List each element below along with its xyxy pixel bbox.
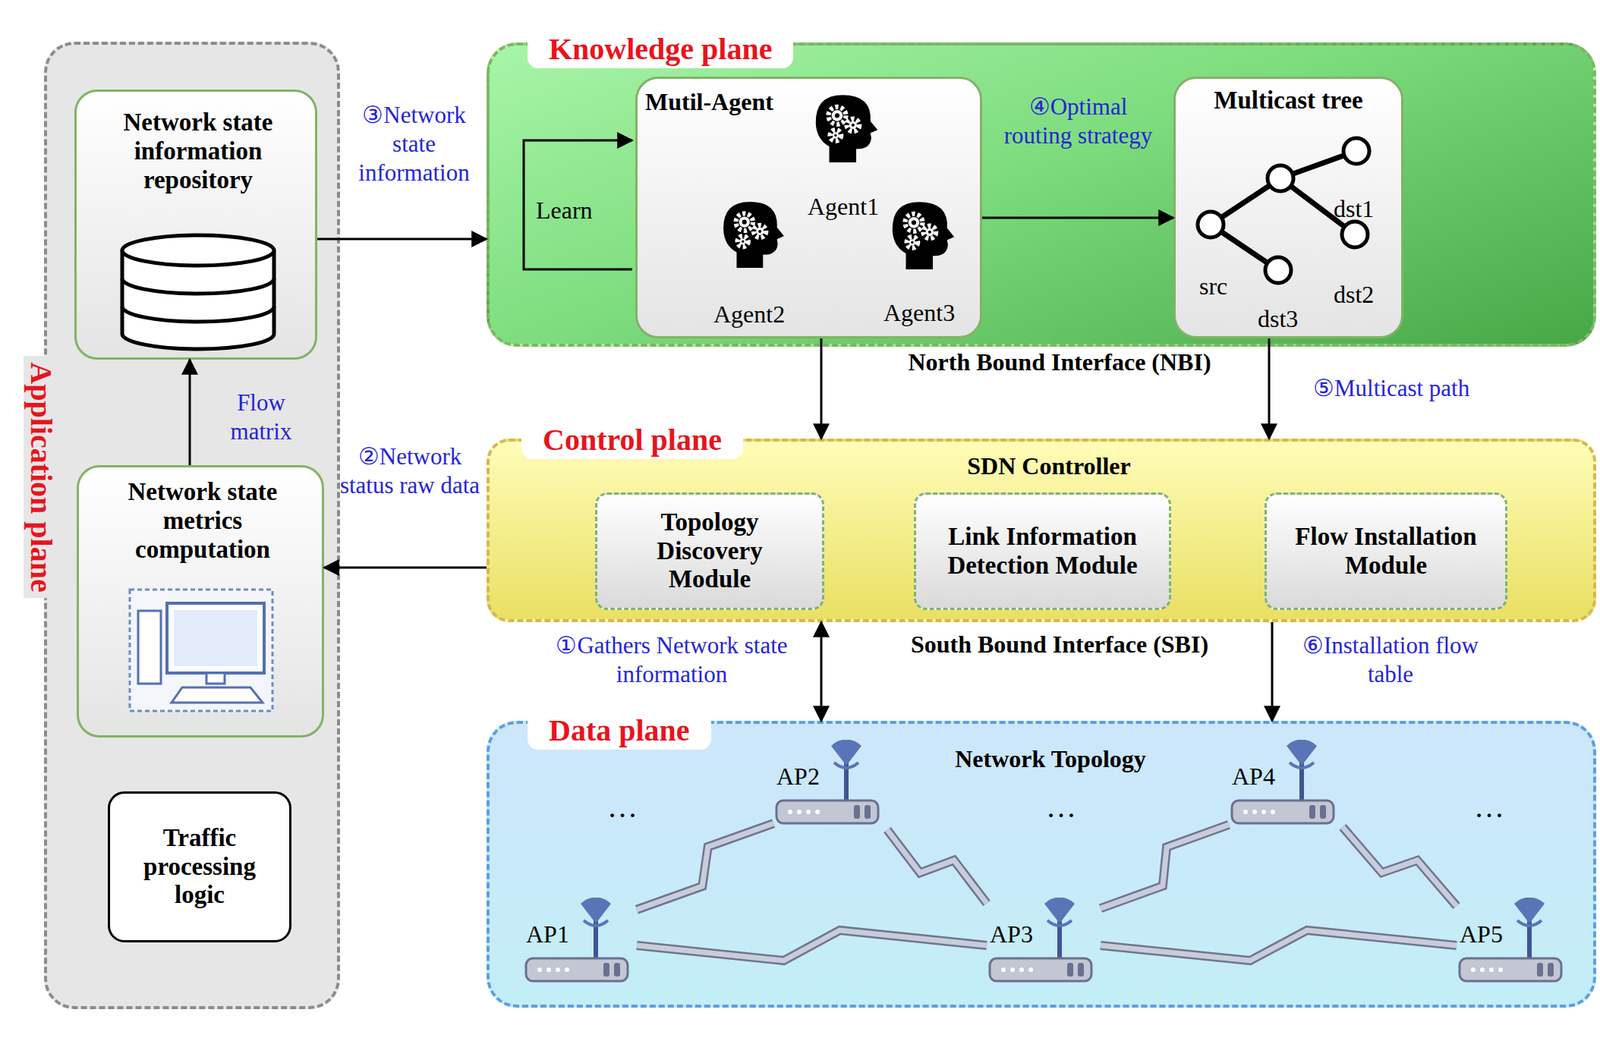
annotation-label: South Bound Interface (SBI) bbox=[907, 629, 1212, 659]
learn-loop bbox=[523, 140, 633, 270]
wireless-link-outline bbox=[636, 823, 774, 910]
wireless-link-fill bbox=[636, 930, 987, 961]
node-text: AP2 bbox=[776, 762, 820, 791]
plane-band: Application planeNetwork state informati… bbox=[44, 41, 341, 1010]
node-text: Knowledge plane bbox=[527, 30, 794, 69]
wireless-link-outline bbox=[636, 930, 987, 961]
annotation-label: North Bound Interface (NBI) bbox=[907, 347, 1212, 377]
node-text: AP1 bbox=[525, 920, 570, 949]
node-text: Data plane bbox=[527, 711, 712, 750]
plane-band: Data planeNetwork TopologyAP1AP2AP3AP4AP… bbox=[486, 721, 1597, 1008]
access-point: AP2 bbox=[773, 743, 888, 833]
wireless-link-fill bbox=[636, 823, 774, 910]
tree-box: Multicast tree src dst1 dst2 dst3 bbox=[1173, 76, 1404, 339]
node-text: Application plane bbox=[23, 355, 59, 599]
node-text: SDN Controller bbox=[966, 452, 1131, 481]
multicast-tree-figure bbox=[1197, 138, 1370, 284]
edge-label: ④Optimal routing strategy bbox=[1000, 92, 1156, 151]
process-box: Traffic processing logic bbox=[107, 791, 292, 943]
edge-label: ③Network state information bbox=[340, 100, 489, 187]
agent-head-icons bbox=[723, 94, 955, 270]
flow-arrow bbox=[820, 338, 823, 439]
edge-label: ②Network status raw data bbox=[337, 442, 482, 501]
module-box: Flow Installation Module bbox=[1264, 492, 1508, 611]
wireless-link-fill bbox=[1100, 930, 1457, 961]
wireless-link bbox=[1100, 930, 1457, 961]
wireless-link bbox=[636, 823, 774, 910]
access-point: AP3 bbox=[986, 900, 1101, 991]
flow-arrow bbox=[982, 217, 1174, 220]
node-text: Agent2 bbox=[713, 300, 785, 329]
access-point-icons bbox=[525, 740, 1562, 982]
wireless-link-fill bbox=[1342, 827, 1457, 907]
module-box: Link Information Detection Module bbox=[913, 492, 1172, 611]
database-icon bbox=[122, 235, 275, 350]
node-text: Link Information Detection Module bbox=[921, 522, 1165, 581]
wireless-link bbox=[887, 830, 987, 904]
node-text: AP3 bbox=[989, 920, 1034, 949]
flow-arrow bbox=[820, 622, 823, 722]
plane-band: Control planeSDN ControllerTopology Disc… bbox=[486, 438, 1597, 623]
edge-label: ⑥Installation flow table bbox=[1299, 631, 1482, 690]
node-text: dst1 bbox=[1333, 195, 1374, 224]
wireless-link bbox=[636, 930, 987, 961]
edge-label: Flow matrix bbox=[219, 388, 303, 447]
node-text: Traffic processing logic bbox=[122, 824, 278, 911]
node-text: Topology Discovery Module bbox=[618, 508, 801, 596]
access-point: AP4 bbox=[1228, 743, 1343, 833]
access-point: AP5 bbox=[1456, 900, 1571, 991]
edge-label: ⑤Multicast path bbox=[1313, 374, 1470, 404]
node-text: Network state information repository bbox=[95, 108, 301, 196]
node-text: Network Topology bbox=[954, 745, 1147, 774]
wireless-link-outline bbox=[887, 830, 987, 904]
node-text: Agent1 bbox=[807, 192, 879, 221]
node-text: Agent3 bbox=[883, 299, 955, 328]
wireless-link bbox=[1100, 825, 1229, 909]
node-text: Mutil-Agent bbox=[645, 88, 774, 117]
node-text: Network state metrics computation bbox=[101, 478, 304, 565]
node-text: Multicast tree bbox=[1175, 86, 1402, 116]
node-text: AP4 bbox=[1231, 762, 1276, 791]
node-text: Control plane bbox=[521, 421, 744, 460]
flow-arrow bbox=[324, 566, 487, 570]
wireless-link-outline bbox=[1100, 825, 1229, 909]
annotation-label: … bbox=[1045, 789, 1077, 826]
annotation-label: … bbox=[607, 789, 638, 826]
wireless-link-fill bbox=[1100, 825, 1229, 909]
wireless-link bbox=[1342, 827, 1457, 907]
annotation-label: Learn bbox=[535, 195, 593, 225]
wireless-link-outline bbox=[1100, 930, 1457, 961]
flow-arrow bbox=[1271, 622, 1274, 722]
flow-arrow bbox=[188, 359, 192, 466]
plane-band: Knowledge planeMutil-AgentAgent1Agent2Ag… bbox=[486, 42, 1597, 347]
annotation-label: … bbox=[1474, 789, 1505, 826]
computer-icon bbox=[129, 589, 273, 712]
node-text: dst3 bbox=[1257, 305, 1298, 334]
repository-box: Network state information repository bbox=[74, 89, 318, 360]
node-text: dst2 bbox=[1333, 280, 1374, 309]
wireless-link-fill bbox=[887, 830, 987, 904]
wireless-link-outline bbox=[1342, 827, 1457, 907]
module-box: Topology Discovery Module bbox=[595, 492, 825, 611]
flow-arrow bbox=[1268, 338, 1271, 439]
node-text: Flow Installation Module bbox=[1294, 522, 1478, 581]
edge-label: ①Gathers Network state information bbox=[542, 631, 801, 690]
access-point: AP1 bbox=[522, 900, 637, 991]
flow-arrow bbox=[317, 238, 487, 241]
process-box: Network state metrics computation bbox=[76, 465, 325, 738]
node-text: src bbox=[1199, 272, 1228, 301]
agent-box: Mutil-AgentAgent1Agent2 Agent3 bbox=[635, 76, 983, 339]
node-text: AP5 bbox=[1459, 920, 1503, 949]
